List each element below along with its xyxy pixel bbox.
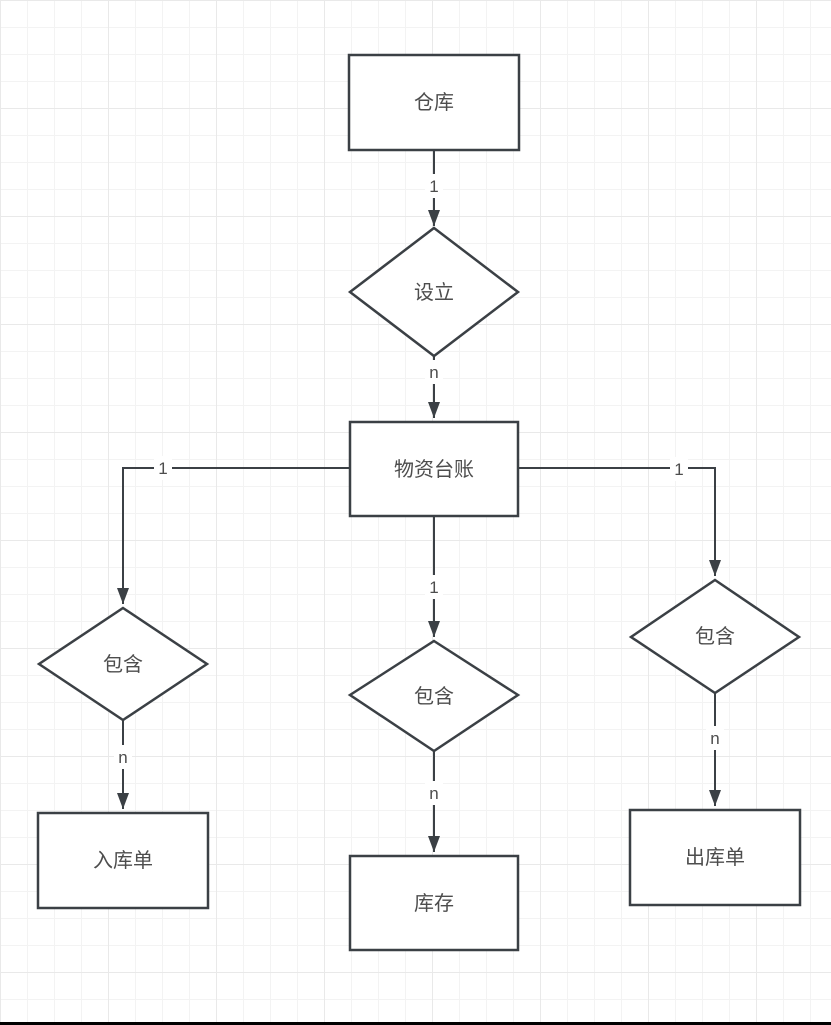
outbound-order-entity-box[interactable] — [628, 808, 802, 907]
node-establish[interactable]: 设立 — [347, 226, 521, 358]
edge-ledger-to-contain-left[interactable] — [117, 467, 350, 604]
inbound-order-entity-box[interactable] — [36, 811, 210, 910]
edge-label-ledger-contain-mid[interactable]: 1 — [425, 575, 443, 599]
edge-label-bg — [670, 457, 688, 481]
ledger-entity-box[interactable] — [348, 420, 520, 518]
cardinality-1: 1 — [158, 459, 167, 478]
contain-mid-relationship-diamond[interactable] — [347, 639, 521, 753]
node-stock[interactable]: 库存 — [348, 854, 520, 952]
stock-entity-box[interactable] — [348, 854, 520, 952]
cardinality-1: 1 — [429, 578, 438, 597]
edge-label-bg — [425, 781, 443, 805]
stock-label: 库存 — [414, 892, 454, 915]
edge-label-establish-ledger[interactable]: n — [425, 360, 443, 384]
node-inbound-order[interactable]: 入库单 — [36, 811, 210, 910]
warehouse-entity-box[interactable] — [347, 53, 521, 152]
cardinality-n: n — [429, 784, 438, 803]
contain-mid-label: 包含 — [414, 685, 454, 708]
contain-left-label: 包含 — [103, 653, 143, 676]
contain-left-relationship-diamond[interactable] — [36, 606, 210, 722]
edge-label-bg — [706, 726, 724, 750]
edge-label-warehouse-establish[interactable]: 1 — [425, 174, 443, 198]
node-outbound-order[interactable]: 出库单 — [628, 808, 802, 907]
node-contain-mid[interactable]: 包含 — [347, 639, 521, 753]
outbound-order-label: 出库单 — [685, 846, 745, 869]
edge-ledger-to-contain-right[interactable] — [518, 467, 721, 576]
contain-right-label: 包含 — [695, 625, 735, 648]
cardinality-n: n — [710, 729, 719, 748]
establish-relationship-diamond[interactable] — [347, 226, 521, 358]
edge-label-contain-right-outbound[interactable]: n — [706, 726, 724, 750]
cardinality-n: n — [118, 748, 127, 767]
cardinality-n: n — [429, 363, 438, 382]
cardinality-1: 1 — [429, 177, 438, 196]
node-contain-right[interactable]: 包含 — [628, 578, 802, 695]
edge-label-contain-left-inbound[interactable]: n — [114, 745, 132, 769]
edge-label-bg — [154, 456, 172, 480]
node-contain-left[interactable]: 包含 — [36, 606, 210, 722]
inbound-order-label: 入库单 — [93, 849, 153, 872]
edge-label-bg — [114, 745, 132, 769]
edge-label-bg — [425, 360, 443, 384]
ledger-label: 物资台账 — [394, 458, 474, 481]
edge-label-ledger-contain-left[interactable]: 1 — [154, 456, 172, 480]
edge-label-bg — [425, 575, 443, 599]
edge-label-ledger-contain-right[interactable]: 1 — [670, 457, 688, 481]
bottom-page-border — [0, 1022, 831, 1025]
node-warehouse[interactable]: 仓库 — [347, 53, 521, 152]
contain-right-relationship-diamond[interactable] — [628, 578, 802, 695]
warehouse-label: 仓库 — [414, 91, 454, 114]
establish-label: 设立 — [414, 281, 454, 304]
node-ledger[interactable]: 物资台账 — [348, 420, 520, 518]
edge-label-contain-mid-stock[interactable]: n — [425, 781, 443, 805]
edge-label-bg — [425, 174, 443, 198]
cardinality-1: 1 — [674, 460, 683, 479]
